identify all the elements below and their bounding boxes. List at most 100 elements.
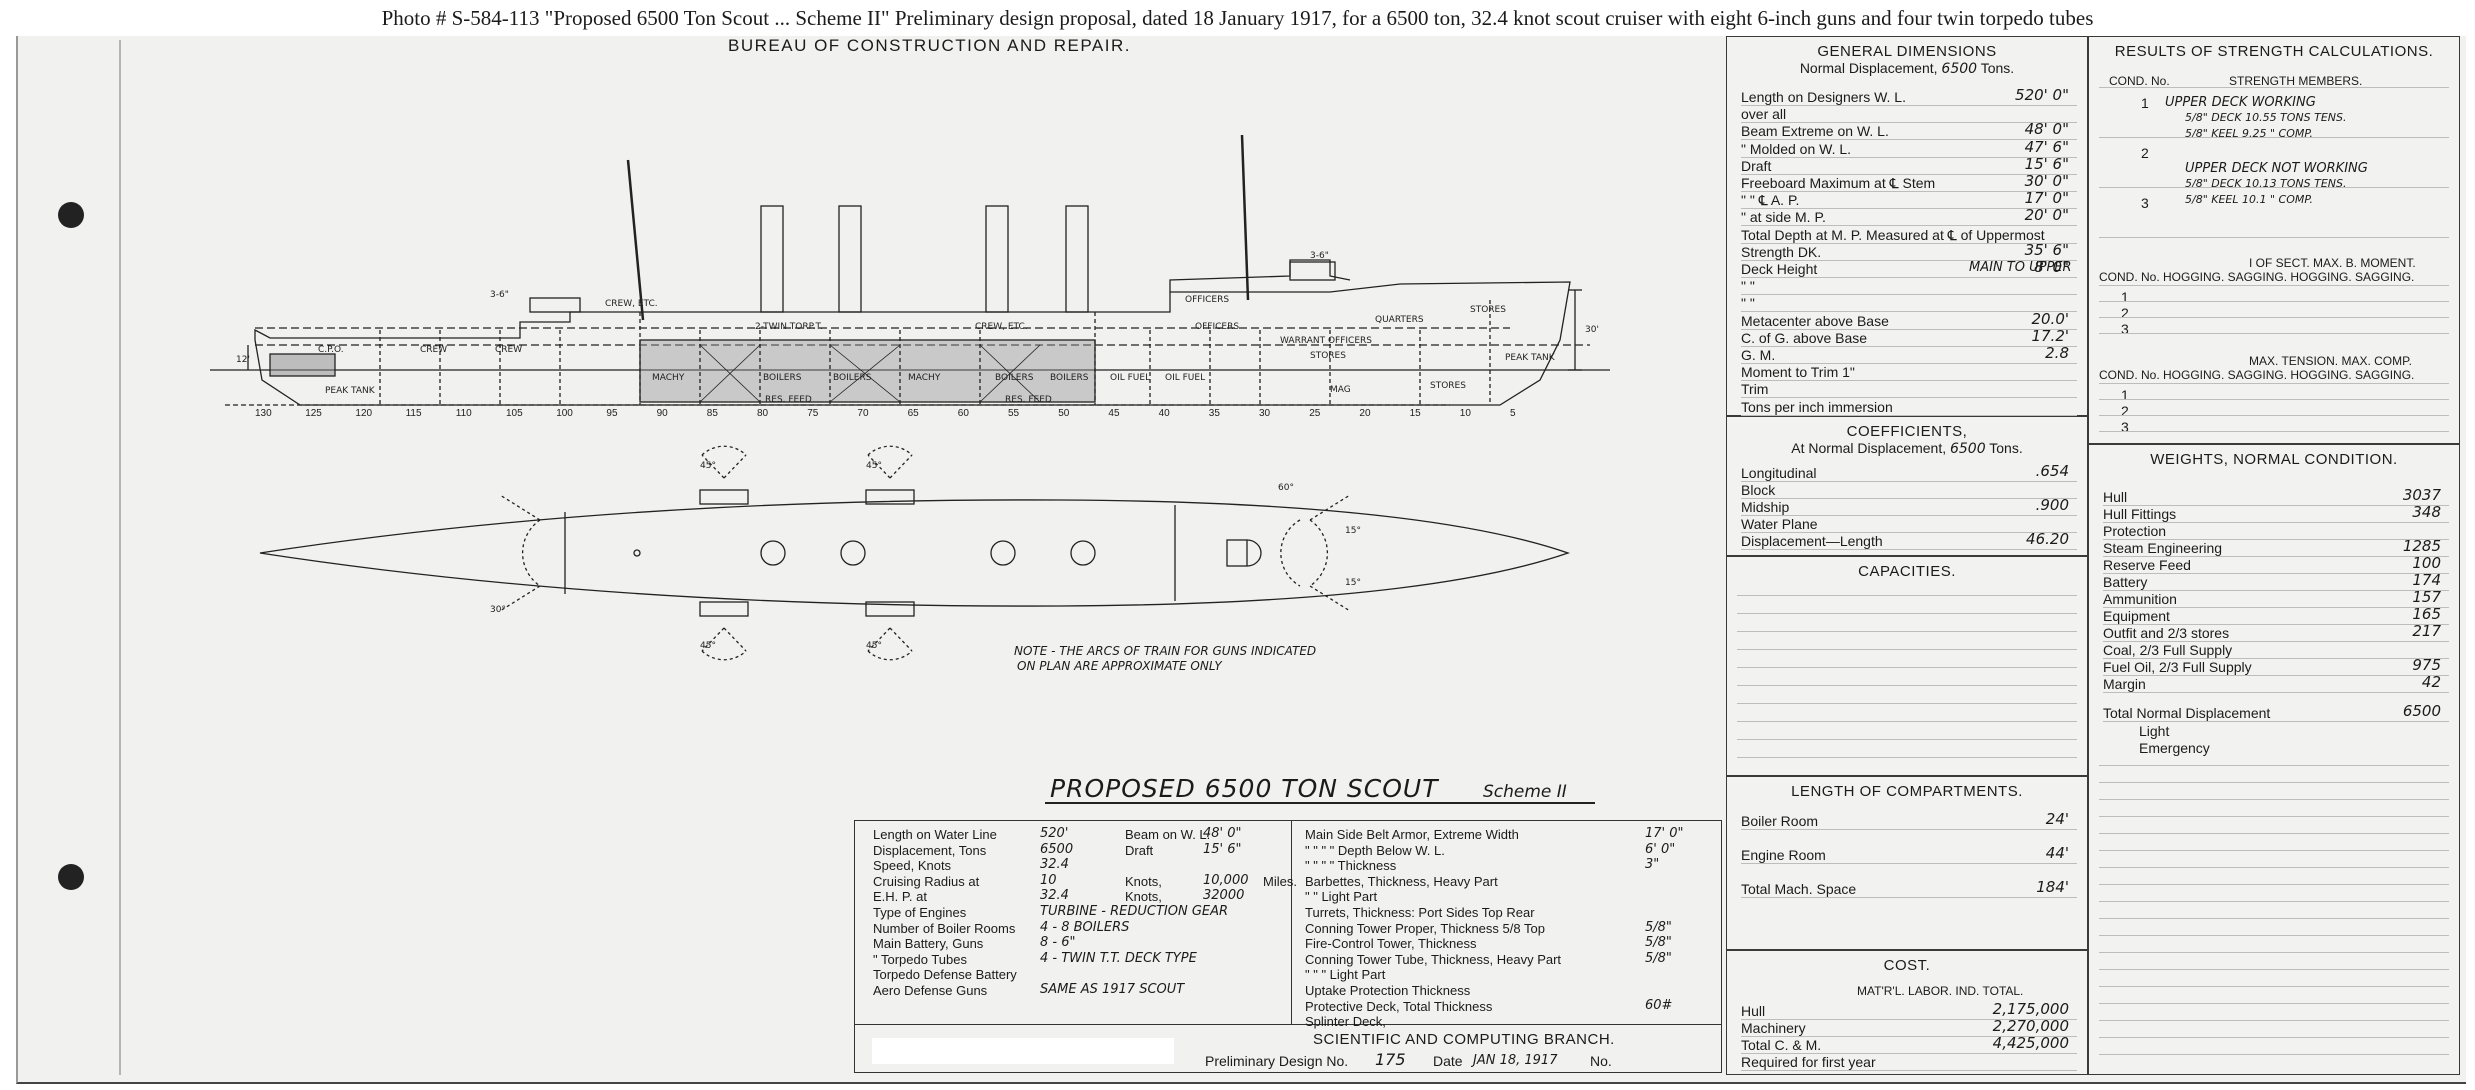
panel-title: WEIGHTS, NORMAL CONDITION. bbox=[2150, 451, 2398, 468]
row-value: 46.20 bbox=[2026, 530, 2069, 548]
frame-number: 35 bbox=[1209, 408, 1221, 419]
table-row: " Molded on W. L.47' 6" bbox=[1741, 137, 2077, 158]
plan-hull bbox=[259, 499, 1570, 607]
design-label: Fire-Control Tower, Thickness bbox=[1305, 936, 1477, 952]
row-label: Total C. & M. bbox=[1741, 1037, 1822, 1053]
bureau-header: BUREAU OF CONSTRUCTION AND REPAIR. bbox=[728, 36, 1131, 55]
row-label: Boiler Room bbox=[1741, 813, 1819, 829]
blank-line bbox=[2099, 918, 2449, 919]
row-label: Metacenter above Base bbox=[1741, 312, 1889, 329]
row-label: G. M. bbox=[1741, 347, 1776, 363]
redacted-box bbox=[872, 1038, 1174, 1064]
subtitle-unit: Tons. bbox=[1980, 60, 2015, 76]
table-row: " " bbox=[1741, 278, 2077, 296]
row-value: 8' 0" bbox=[2034, 258, 2069, 276]
row-value: 6500 bbox=[2402, 702, 2441, 720]
design-label: " " " " Thickness bbox=[1305, 858, 1397, 874]
frame-number: 120 bbox=[355, 408, 372, 419]
design-value: 15' 6" bbox=[1203, 841, 1242, 857]
label: PEAK TANK bbox=[1505, 353, 1556, 363]
label: BOILERS bbox=[995, 373, 1034, 383]
frame-number: 5 bbox=[1510, 408, 1516, 419]
row-label: " " bbox=[1741, 295, 1755, 312]
cond-number: 1 bbox=[2121, 387, 2129, 403]
label: CREW bbox=[495, 345, 522, 355]
cond-number: 2 bbox=[2121, 305, 2129, 321]
title-underline bbox=[1045, 802, 1595, 804]
row-label: Required for first year bbox=[1741, 1054, 1876, 1070]
row-label: Hull bbox=[1741, 1003, 1766, 1019]
row-label: Machinery bbox=[1741, 1020, 1806, 1036]
design-label: Beam on W. L. bbox=[1125, 827, 1211, 842]
coefficients-panel: COEFFICIENTS, At Normal Displacement, 65… bbox=[1726, 416, 2088, 556]
design-value: 4 - TWIN T.T. DECK TYPE bbox=[1040, 950, 1197, 966]
row-label: Engine Room bbox=[1741, 847, 1826, 863]
blank-line bbox=[2099, 237, 2449, 238]
cost-header: MAT'R'L. LABOR. IND. TOTAL. bbox=[1857, 984, 2024, 998]
row-value: 17.2' bbox=[2031, 326, 2069, 345]
table-row: Required for first year bbox=[1741, 1054, 2077, 1071]
label: PEAK TANK bbox=[325, 386, 376, 396]
emergency-label: Emergency bbox=[2139, 740, 2210, 756]
design-value: 32000 bbox=[1203, 888, 1245, 904]
panel-title: CAPACITIES. bbox=[1858, 563, 1956, 580]
blank-line bbox=[2099, 431, 2449, 432]
design-label: Displacement, Tons bbox=[873, 842, 987, 858]
strength-entry: 5/8" DECK 10.55 TONS TENS. bbox=[2185, 111, 2347, 124]
row-label: Trim bbox=[1741, 381, 1769, 398]
design-label: Length on Water Line bbox=[873, 827, 997, 842]
table-row: Machinery 2,270,000 bbox=[1741, 1017, 2077, 1037]
arc-label: 30° bbox=[490, 605, 506, 615]
design-label: Main Side Belt Armor, Extreme Width bbox=[1305, 827, 1519, 842]
table-row: Water Plane bbox=[1741, 516, 2077, 533]
design-label: Torpedo Defense Battery bbox=[873, 967, 1017, 983]
strength-entry: UPPER DECK NOT WORKING bbox=[2185, 161, 2368, 176]
funnel-4 bbox=[1065, 205, 1089, 313]
label: OIL FUEL bbox=[1110, 373, 1150, 383]
blank-line bbox=[2099, 415, 2449, 416]
row-label: " at side M. P. bbox=[1741, 209, 1826, 226]
label: CREW, ETC. bbox=[605, 299, 658, 309]
row-value: 24' bbox=[2045, 810, 2069, 828]
row-label: " " ℄ A. P. bbox=[1741, 192, 1800, 209]
label: QUARTERS bbox=[1375, 315, 1424, 325]
frame-number: 95 bbox=[606, 408, 618, 419]
funnel-1 bbox=[760, 205, 784, 313]
moment-header: COND. No. HOGGING. SAGGING. HOGGING. SAG… bbox=[2099, 270, 2415, 284]
label: WARRANT OFFICERS bbox=[1280, 336, 1372, 346]
strength-entry: 5/8" KEEL 9.25 " COMP. bbox=[2185, 127, 2313, 140]
row-value: 2,270,000 bbox=[1992, 1017, 2069, 1035]
strength-entry: 5/8" DECK 10.13 TONS TENS. bbox=[2185, 177, 2347, 190]
row-value: 47' 6" bbox=[2024, 137, 2069, 156]
frame-number: 30 bbox=[1259, 408, 1271, 419]
design-label: Splinter Deck, bbox=[1305, 1014, 1386, 1030]
design-label: Type of Engines bbox=[873, 905, 967, 920]
arc-note: NOTE - THE ARCS OF TRAIN FOR GUNS INDICA… bbox=[1014, 644, 1374, 674]
row-label: Ammunition bbox=[2103, 591, 2177, 607]
label: C.P.O. bbox=[318, 345, 344, 355]
design-value: 520' bbox=[1040, 826, 1069, 841]
label: BOILERS bbox=[1050, 373, 1089, 383]
row-label: Equipment bbox=[2103, 608, 2170, 624]
scheme-label: Scheme II bbox=[1483, 782, 1567, 802]
row-value: 1285 bbox=[2402, 537, 2441, 555]
label: 2-TWIN TORP.T. bbox=[755, 322, 823, 332]
row-value: 42 bbox=[2421, 673, 2441, 691]
frame-number: 105 bbox=[506, 408, 523, 419]
panel-title: RESULTS OF STRENGTH CALCULATIONS. bbox=[2114, 43, 2434, 60]
design-value: 60# bbox=[1645, 997, 1673, 1013]
design-value: 4 - 8 BOILERS bbox=[1040, 919, 1130, 935]
blank-line bbox=[2099, 816, 2449, 817]
row-value: 4,425,000 bbox=[1992, 1034, 2069, 1052]
frame-number: 25 bbox=[1309, 408, 1321, 419]
